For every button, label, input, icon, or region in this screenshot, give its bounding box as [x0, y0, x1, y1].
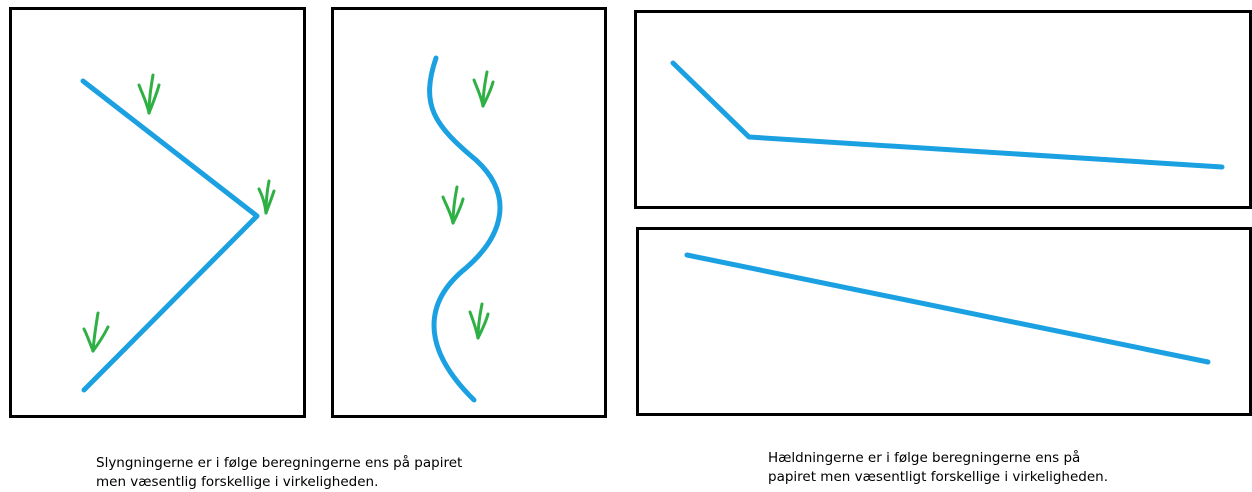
straight-slope-drawing	[639, 230, 1249, 413]
grass-icon	[474, 72, 493, 106]
grass-icon	[84, 313, 108, 351]
caption-slope: Hældningerne er i følge beregningerne en…	[768, 449, 1188, 487]
angular-river-line	[83, 81, 257, 390]
caption-meander-line1: Slyngningerne er i følge beregningerne e…	[96, 455, 462, 471]
panel-meander-angular	[9, 7, 306, 418]
grass-icon	[443, 187, 463, 223]
grass-icon	[259, 181, 274, 213]
grass-icon	[139, 75, 159, 113]
panel-slope-broken	[634, 10, 1252, 209]
angular-river-drawing	[12, 10, 303, 415]
grass-icon	[470, 304, 488, 338]
curved-river-line	[430, 58, 500, 400]
curved-river-drawing	[334, 10, 604, 415]
broken-slope-drawing	[637, 13, 1249, 206]
caption-slope-line2: papiret men væsentligt forskellige i vir…	[768, 469, 1108, 485]
caption-meander-line2: men væsentlig forskellige i virkelighede…	[96, 474, 378, 490]
caption-meander: Slyngningerne er i følge beregningerne e…	[96, 454, 536, 492]
caption-slope-line1: Hældningerne er i følge beregningerne en…	[768, 450, 1080, 466]
panel-slope-straight	[636, 227, 1252, 416]
broken-slope-line	[673, 63, 1222, 167]
straight-slope-line	[687, 255, 1208, 362]
panel-meander-curved	[331, 7, 607, 418]
